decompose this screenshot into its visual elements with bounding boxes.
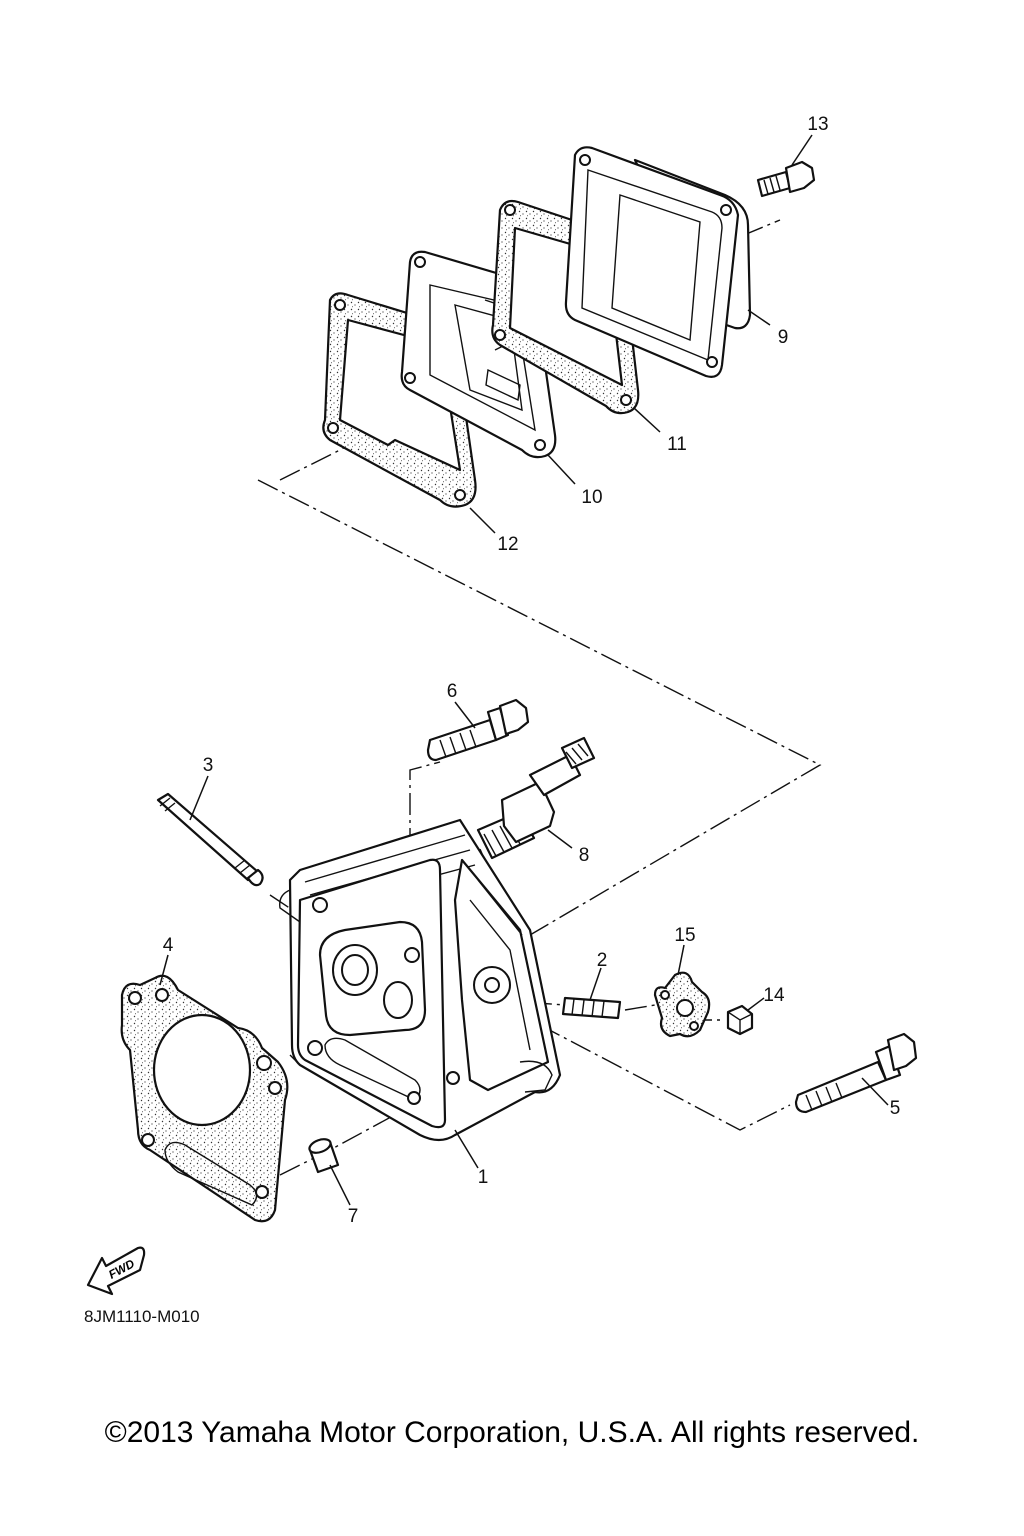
part-2-stud xyxy=(561,996,622,1020)
part-3-stud xyxy=(156,792,264,887)
callout-12: 12 xyxy=(497,534,518,555)
part-4-head-gasket xyxy=(120,974,289,1223)
part-7-dowel-pin xyxy=(308,1138,340,1174)
part-callouts: 13 9 11 10 12 6 3 8 15 4 2 14 5 1 7 xyxy=(163,114,901,1227)
part-5-bolt xyxy=(794,1032,918,1114)
callout-4: 4 xyxy=(163,935,174,956)
callout-14: 14 xyxy=(763,985,785,1006)
callout-8: 8 xyxy=(579,845,590,866)
part-1-cylinder-head xyxy=(279,818,562,1142)
callout-6: 6 xyxy=(447,681,458,702)
callout-7: 7 xyxy=(348,1206,359,1227)
callout-11: 11 xyxy=(667,434,687,455)
callout-9: 9 xyxy=(778,327,789,348)
part-6-bolt xyxy=(426,698,530,762)
callout-3: 3 xyxy=(203,755,214,776)
callout-13: 13 xyxy=(807,114,828,135)
copyright-notice: ©2013 Yamaha Motor Corporation, U.S.A. A… xyxy=(104,1416,920,1449)
part-8-spark-plug xyxy=(466,736,596,870)
callout-2: 2 xyxy=(597,950,608,971)
leader-lines xyxy=(159,134,889,1206)
part-13-bolt xyxy=(756,160,816,198)
callout-5: 5 xyxy=(890,1098,901,1119)
fwd-arrow-icon: FWD xyxy=(86,1246,146,1296)
part-15-gasket xyxy=(653,971,711,1038)
callout-10: 10 xyxy=(581,487,602,508)
diagram-code: 8JM1110-M010 xyxy=(84,1307,200,1326)
callout-15: 15 xyxy=(674,925,695,946)
part-9-valve-cover xyxy=(564,146,752,378)
callout-1: 1 xyxy=(478,1167,489,1188)
part-14-nut xyxy=(726,1004,754,1036)
